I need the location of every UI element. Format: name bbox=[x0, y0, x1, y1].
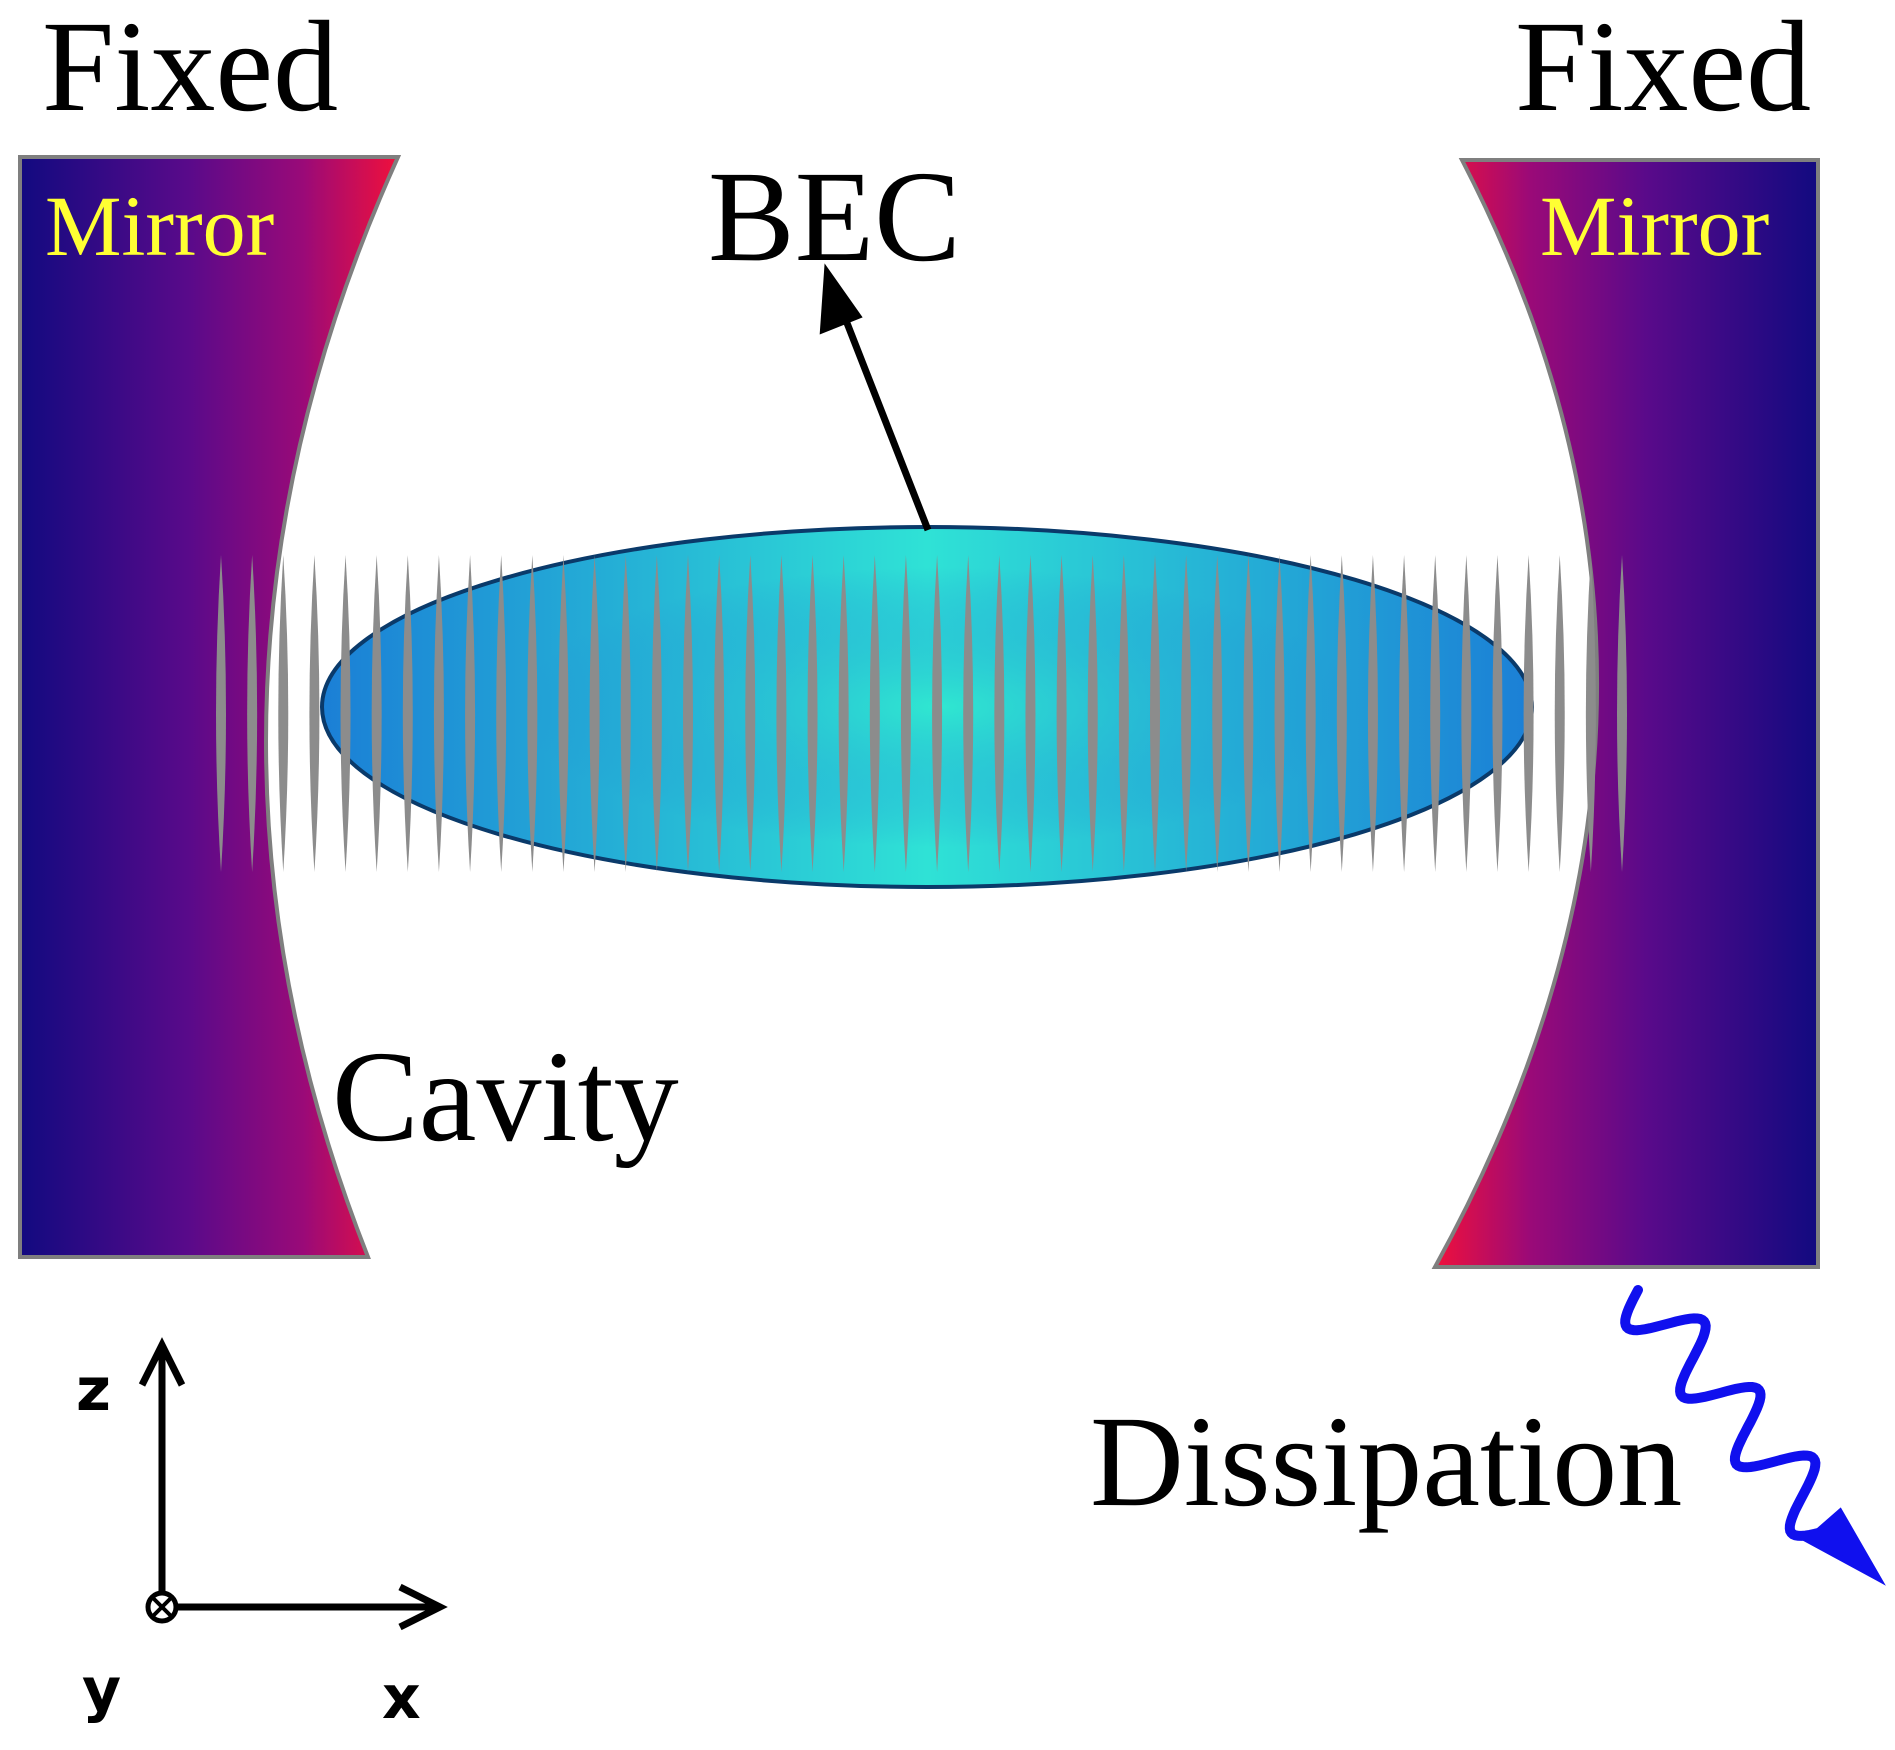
fringe-line bbox=[1523, 555, 1534, 872]
left-mirror-label: Mirror bbox=[45, 178, 274, 274]
fringe-line bbox=[496, 555, 507, 872]
dissipation-label: Dissipation bbox=[1090, 1390, 1682, 1534]
fringe-line bbox=[433, 555, 444, 872]
fringe-line bbox=[247, 555, 258, 872]
fringe-line bbox=[1336, 555, 1347, 872]
fringe-line bbox=[371, 555, 382, 872]
fringe-line bbox=[963, 555, 974, 872]
y-axis-cross-2 bbox=[150, 1595, 174, 1619]
fringe-line bbox=[1305, 555, 1316, 872]
fringe-line bbox=[994, 555, 1005, 872]
fringe-line bbox=[1181, 555, 1192, 872]
fringe-line bbox=[1150, 555, 1160, 872]
fringe-line bbox=[465, 555, 476, 872]
fringe-line bbox=[869, 555, 880, 872]
fringe-line bbox=[558, 555, 569, 872]
fringe-line bbox=[1617, 555, 1627, 872]
fringe-line bbox=[1492, 555, 1503, 872]
fringe-line bbox=[1430, 555, 1441, 872]
fringe-line bbox=[745, 555, 756, 872]
fringe-line bbox=[838, 555, 849, 872]
fringe-line bbox=[589, 555, 600, 872]
left-fixed-label: Fixed bbox=[42, 0, 338, 139]
fringe-line bbox=[900, 555, 911, 872]
fringe-line bbox=[402, 555, 413, 872]
fringe-line bbox=[1243, 555, 1254, 872]
bec-label: BEC bbox=[708, 145, 961, 289]
fringe-line bbox=[683, 555, 693, 872]
fringe-line bbox=[309, 555, 320, 872]
fringe-line bbox=[1118, 555, 1129, 872]
fringe-line bbox=[216, 555, 226, 872]
fringe-line bbox=[527, 555, 538, 872]
fringe-line bbox=[776, 555, 787, 872]
z-axis-arrowhead bbox=[138, 1337, 186, 1387]
bec-pointer-arrow bbox=[834, 298, 932, 532]
x-axis-label: x bbox=[382, 1663, 421, 1733]
z-axis-label: z bbox=[76, 1355, 111, 1425]
y-axis-label: y bbox=[82, 1655, 121, 1725]
fringe-line bbox=[1056, 555, 1067, 872]
right-fixed-label: Fixed bbox=[1515, 0, 1811, 139]
x-axis-arrowhead bbox=[398, 1583, 448, 1631]
fringe-line bbox=[1212, 555, 1223, 872]
fringe-line bbox=[340, 555, 351, 872]
bec-pointer-arrowhead bbox=[819, 263, 863, 335]
dissipation-arrowhead bbox=[1802, 1507, 1886, 1586]
standing-wave-fringes bbox=[216, 555, 1627, 872]
fringe-line bbox=[278, 555, 289, 872]
fringe-line bbox=[1087, 555, 1098, 872]
fringe-line bbox=[1399, 555, 1410, 872]
fringe-line bbox=[1554, 555, 1565, 872]
fringe-line bbox=[651, 555, 662, 872]
fringe-line bbox=[1461, 555, 1472, 872]
cavity-label: Cavity bbox=[332, 1025, 679, 1169]
fringe-line bbox=[1274, 555, 1285, 872]
right-mirror-label: Mirror bbox=[1540, 178, 1769, 274]
fringe-line bbox=[807, 555, 818, 872]
fringe-line bbox=[1025, 555, 1036, 872]
fringe-line bbox=[932, 555, 943, 872]
fringe-line bbox=[1367, 555, 1378, 872]
fringe-line bbox=[620, 555, 631, 872]
fringe-line bbox=[714, 555, 725, 872]
dissipation-photon-wave bbox=[1620, 1285, 1835, 1541]
fringe-line bbox=[1585, 555, 1596, 872]
left-mirror bbox=[18, 155, 402, 1259]
